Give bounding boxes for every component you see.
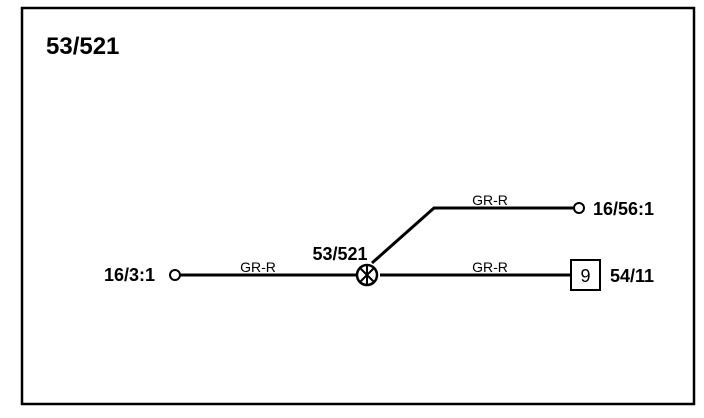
terminal-upper-right-label: 16/56:1 — [593, 199, 654, 219]
terminal-left-icon — [169, 269, 181, 281]
connector-pin-number: 9 — [580, 266, 590, 286]
terminal-left-label: 16/3:1 — [104, 265, 155, 285]
wire-upper — [371, 206, 574, 265]
splice-label: 53/521 — [312, 244, 367, 264]
terminal-upper-right-icon — [573, 202, 585, 214]
wire-left-label: GR-R — [240, 259, 276, 275]
splice-icon — [355, 263, 379, 287]
connector-pin-box — [570, 259, 601, 291]
wire-lower-label: GR-R — [472, 259, 508, 275]
wire-upper-label: GR-R — [472, 192, 508, 208]
connector-label: 54/11 — [610, 266, 654, 286]
diagram-frame — [20, 6, 696, 406]
diagram-title: 53/521 — [46, 33, 119, 60]
